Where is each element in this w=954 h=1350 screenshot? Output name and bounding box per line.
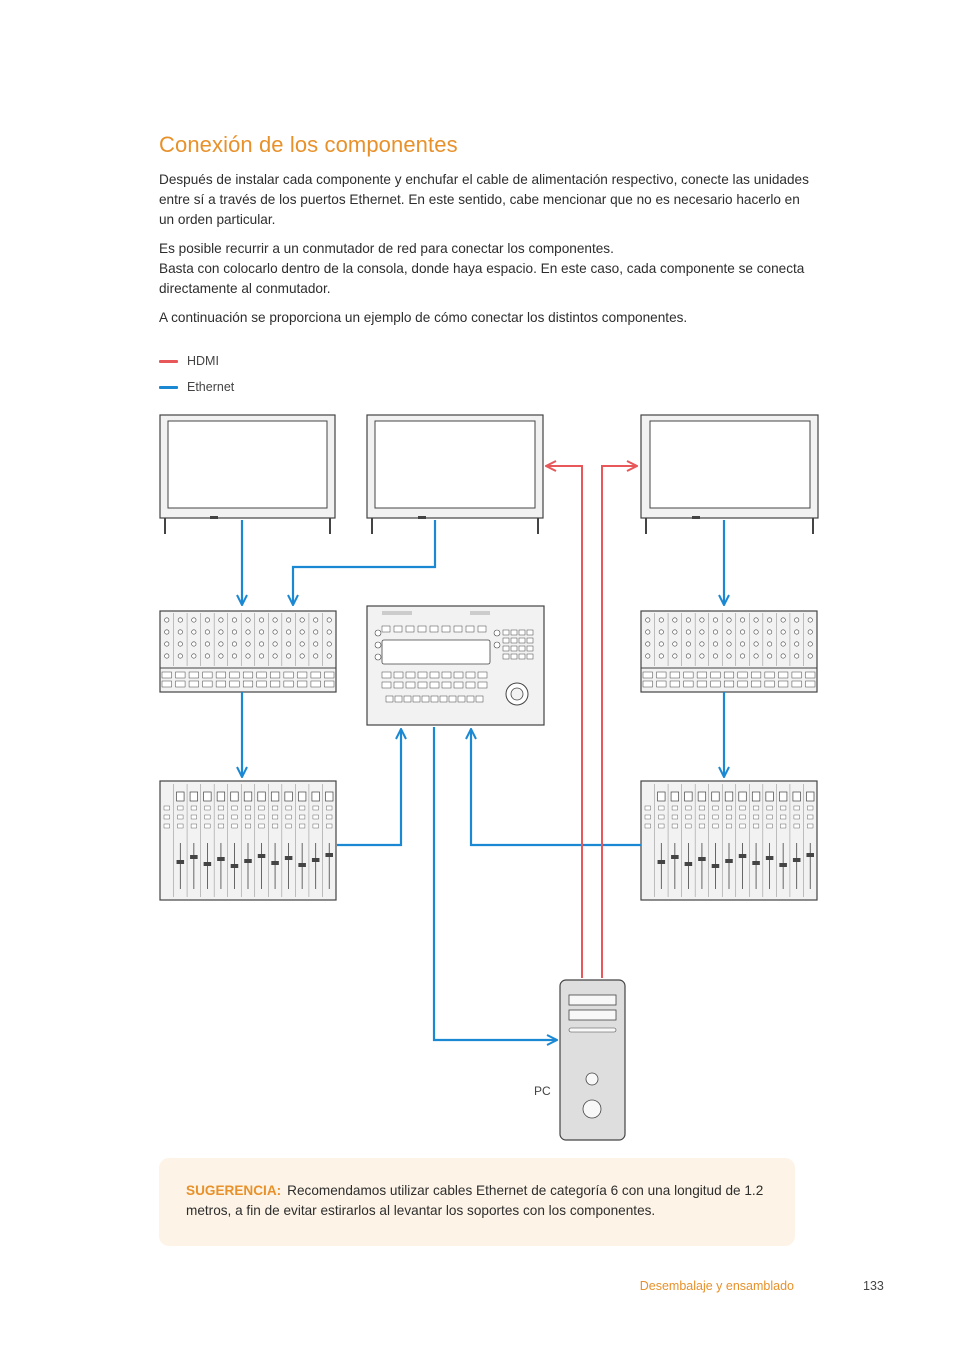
tip-label: SUGERENCIA: bbox=[186, 1183, 282, 1198]
connection-diagram: PC bbox=[159, 414, 819, 1141]
paragraph-example: A continuación se proporciona un ejemplo… bbox=[159, 310, 688, 325]
fader-panel-right bbox=[640, 780, 818, 901]
editor-panel bbox=[366, 605, 545, 726]
monitor-center bbox=[366, 414, 544, 534]
ethernet-line-swatch bbox=[159, 385, 178, 389]
legend-hdmi: HDMI bbox=[159, 353, 219, 369]
hdmi-cables bbox=[546, 466, 637, 978]
channel-control-panel-left bbox=[159, 610, 337, 693]
footer-section-title: Desembalaje y ensamblado bbox=[639, 1279, 794, 1293]
pc-tower bbox=[559, 979, 626, 1141]
ethernet-cables bbox=[242, 520, 724, 1040]
hdmi-line-swatch bbox=[159, 359, 178, 363]
legend-hdmi-label: HDMI bbox=[187, 354, 219, 368]
page-number: 133 bbox=[863, 1279, 884, 1293]
monitor-right bbox=[640, 414, 819, 534]
paragraph-intro: Después de instalar cada componente y en… bbox=[159, 172, 809, 227]
tip-text: SUGERENCIA:Recomendamos utilizar cables … bbox=[186, 1181, 781, 1221]
tip-body: Recomendamos utilizar cables Ethernet de… bbox=[186, 1183, 764, 1218]
legend-ethernet: Ethernet bbox=[159, 379, 234, 395]
monitor-left bbox=[159, 414, 336, 534]
tip-box: SUGERENCIA:Recomendamos utilizar cables … bbox=[159, 1158, 795, 1246]
fader-panel-left bbox=[159, 780, 337, 901]
legend-ethernet-label: Ethernet bbox=[187, 380, 235, 394]
pc-label: PC bbox=[534, 1084, 551, 1098]
paragraph-switch: Es posible recurrir a un conmutador de r… bbox=[159, 241, 805, 296]
channel-control-panel-right bbox=[640, 610, 818, 693]
page-title: Conexión de los componentes bbox=[159, 132, 458, 157]
